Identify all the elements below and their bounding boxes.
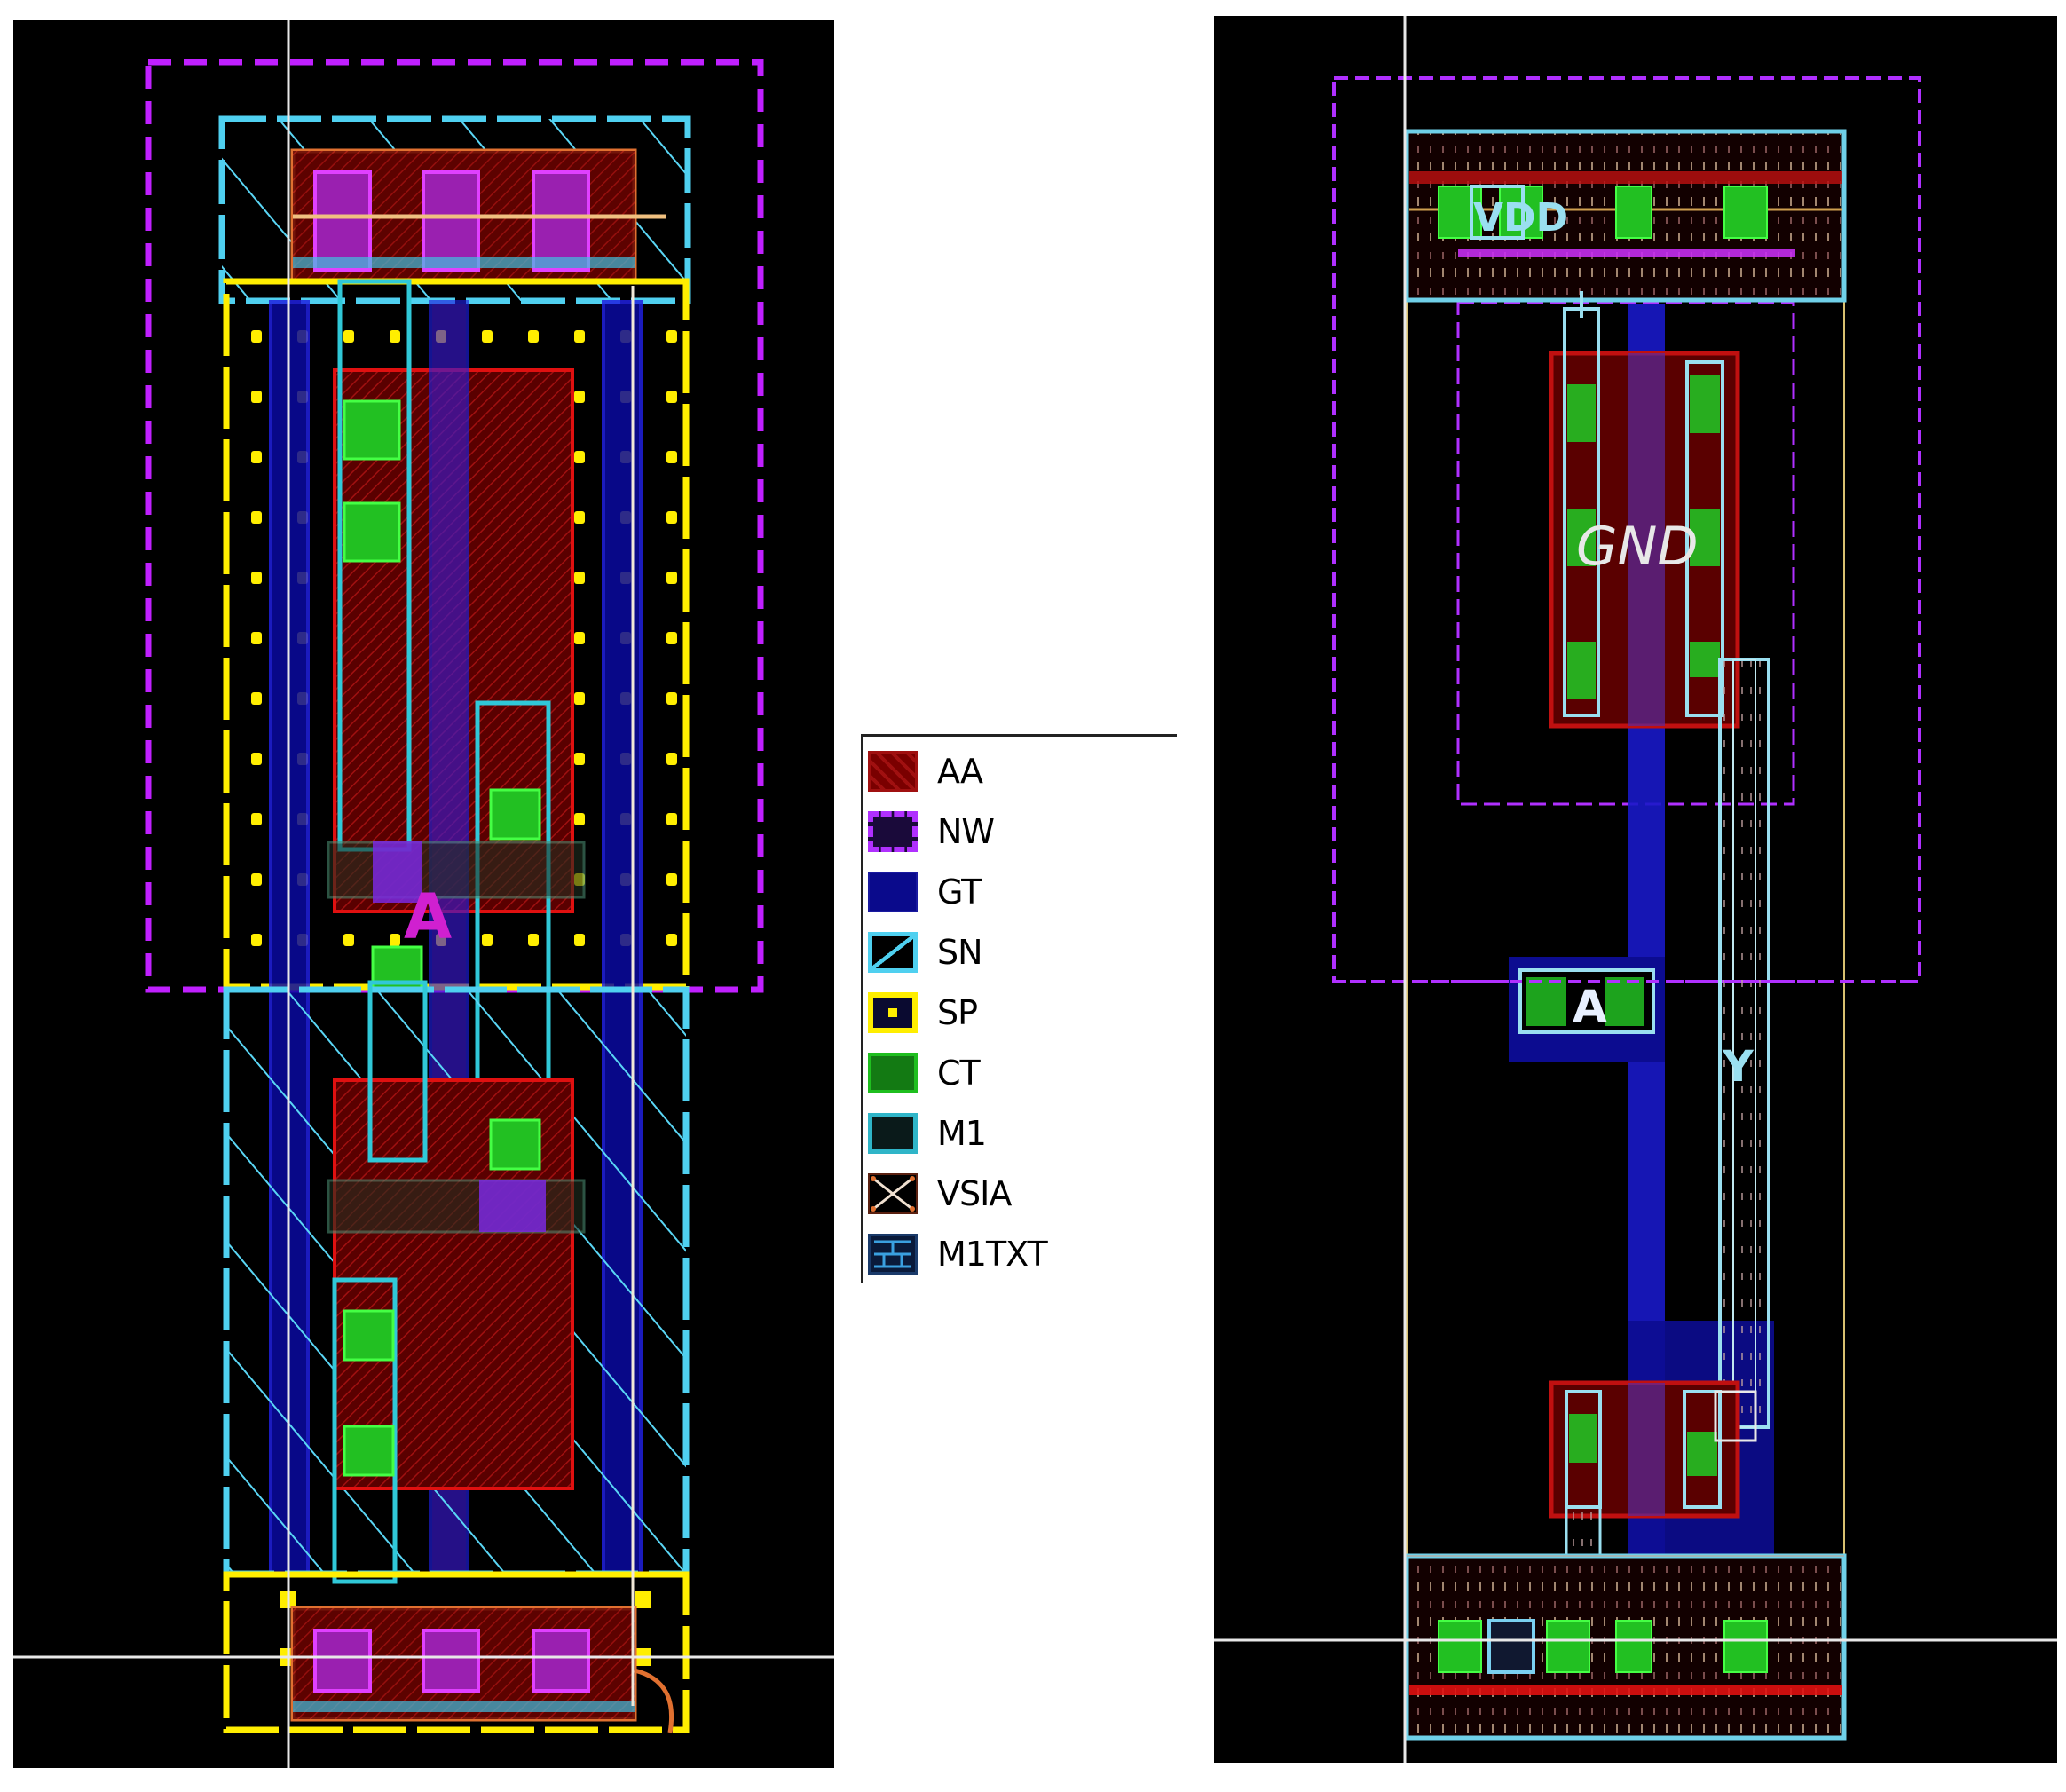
green-swatch-icon (868, 1053, 918, 1093)
bottom-contact-array (313, 1629, 590, 1693)
layer-legend: AA NW GT SN SP CT M1 VSIA (861, 734, 1180, 1284)
legend-label: M1 (937, 1114, 987, 1153)
cyan-diagonal-swatch-icon (868, 932, 918, 973)
right-layout-panel[interactable]: VDD GND Y A (1214, 16, 2057, 1763)
left-pin-label-a: A (404, 880, 452, 953)
dashed-purple-outline-swatch-icon (868, 811, 918, 852)
left-layout-canvas: A (13, 20, 834, 1768)
legend-item-vsia[interactable]: VSIA (868, 1168, 1012, 1220)
legend-label: CT (937, 1054, 981, 1093)
gnd-contacts (1438, 1620, 1768, 1673)
legend-label: M1TXT (937, 1235, 1048, 1274)
legend-label: VSIA (937, 1174, 1012, 1213)
legend-item-gt[interactable]: GT (868, 866, 982, 918)
legend-item-aa[interactable]: AA (868, 746, 983, 797)
right-pin-label-a: A (1573, 981, 1607, 1032)
orange-x-swatch-icon (868, 1173, 918, 1214)
legend-item-ct[interactable]: CT (868, 1047, 981, 1099)
contact (343, 501, 401, 563)
brick-swatch-icon (868, 1234, 918, 1275)
legend-label: SP (937, 993, 978, 1032)
contact (343, 1425, 395, 1477)
left-layout-panel[interactable]: A (13, 20, 834, 1768)
legend-label: GT (937, 872, 982, 912)
legend-top-border (861, 734, 1177, 737)
teal-outline-swatch-icon (868, 1113, 918, 1154)
hatched-red-swatch-icon (868, 751, 918, 792)
yellow-dot-swatch-icon (868, 992, 918, 1033)
contact (343, 399, 401, 461)
solid-blue-swatch-icon (868, 872, 918, 912)
legend-label: SN (937, 933, 983, 972)
legend-label: AA (937, 752, 983, 791)
top-contact-array (313, 170, 590, 272)
output-metal (1718, 658, 1770, 1429)
contact (489, 788, 541, 841)
legend-label: NW (937, 812, 995, 851)
right-pin-label-gnd: GND (1576, 516, 1699, 578)
vdd-contacts (1438, 186, 1768, 239)
legend-item-m1[interactable]: M1 (868, 1108, 987, 1159)
legend-left-border (861, 734, 863, 1283)
legend-item-m1txt[interactable]: M1TXT (868, 1228, 1048, 1280)
legend-item-sp[interactable]: SP (868, 987, 978, 1038)
right-pin-label-y: Y (1722, 1042, 1755, 1092)
right-layout-canvas: VDD GND Y A (1214, 16, 2057, 1763)
contact (343, 1309, 395, 1362)
contact (489, 1118, 541, 1171)
legend-item-nw[interactable]: NW (868, 806, 995, 857)
right-pin-label-vdd: VDD (1473, 195, 1568, 241)
legend-item-sn[interactable]: SN (868, 927, 983, 978)
